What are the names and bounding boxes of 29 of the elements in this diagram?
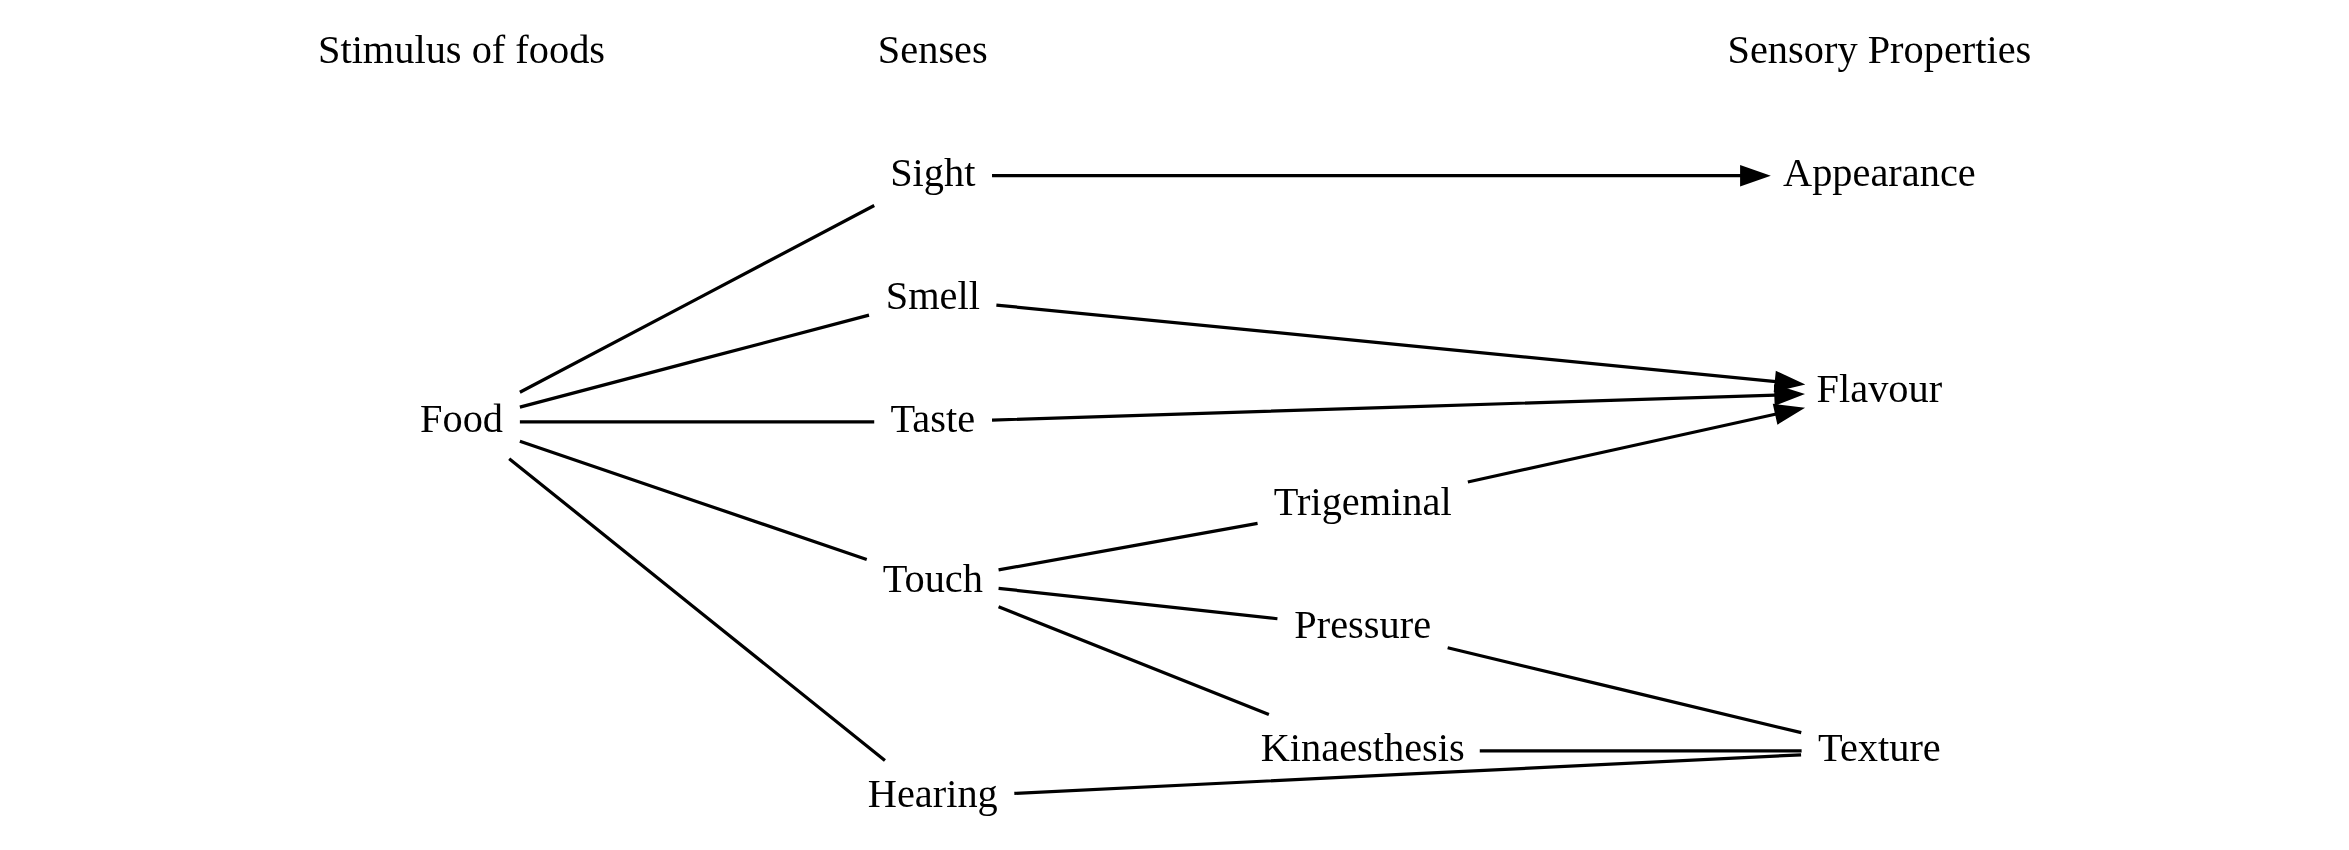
arrow bbox=[991, 384, 1805, 422]
node-text: Touch bbox=[882, 555, 983, 601]
node-text: Trigeminal bbox=[1273, 478, 1452, 524]
node-text: Food bbox=[419, 396, 503, 442]
connector bbox=[519, 420, 874, 424]
node-text: Pressure bbox=[1293, 601, 1431, 647]
node-text: Kinaesthesis bbox=[1260, 725, 1465, 771]
connector bbox=[518, 439, 867, 562]
connector bbox=[997, 605, 1269, 716]
connector bbox=[518, 313, 869, 409]
node-text: Sight bbox=[889, 149, 975, 195]
node-text: Flavour bbox=[1816, 365, 1942, 411]
node-text: Texture bbox=[1817, 725, 1941, 771]
connector bbox=[1479, 749, 1802, 753]
node-text: Smell bbox=[885, 272, 980, 318]
connector bbox=[518, 204, 875, 394]
label: Stimulus of foods bbox=[317, 26, 605, 72]
label: Sensory Properties bbox=[1727, 26, 2031, 72]
arrow bbox=[1467, 403, 1805, 484]
arrow bbox=[991, 165, 1771, 187]
label: Senses bbox=[877, 26, 988, 72]
connector bbox=[1013, 753, 1801, 795]
connector bbox=[1446, 646, 1802, 735]
connector bbox=[997, 586, 1278, 621]
node-text: Taste bbox=[890, 396, 975, 442]
node-text: Appearance bbox=[1782, 149, 1976, 195]
connector bbox=[997, 521, 1258, 572]
connector bbox=[507, 457, 886, 762]
node-text: Hearing bbox=[867, 771, 998, 817]
